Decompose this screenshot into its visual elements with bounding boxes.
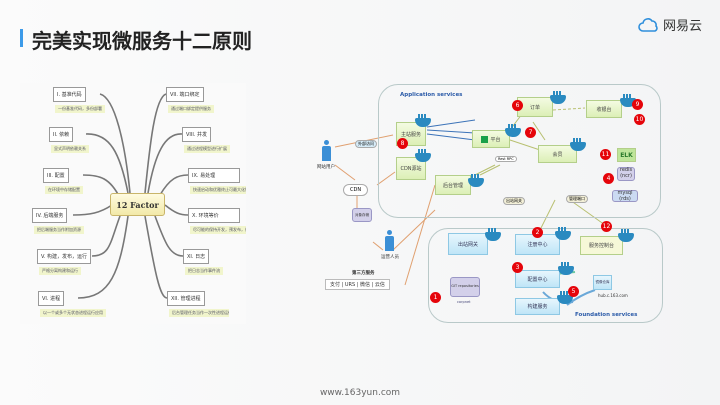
factor-10: X. 环境等价 [188,208,240,223]
factor-7: VII. 端口绑定 [166,87,204,102]
logo-text: 网易云 [663,19,703,34]
config-center: 配置中心 [515,270,560,288]
factor-6: VI. 进程 [38,291,65,306]
docker-icon [555,227,571,240]
outbound-gateway-tag: 出站网关 [503,197,525,205]
platform-label: 平台 [490,136,501,143]
docker-icon [558,262,574,275]
number-badge-3: 3 [512,262,523,273]
factor-6-desc: 以一个或多个无状态进程运行应用 [40,309,106,317]
number-badge-6: 6 [512,100,523,111]
factor-11-desc: 把日志当作事件流 [185,267,223,275]
rest-rpc-cloud: Rest RPC [495,156,517,162]
factor-5: V. 构建，发布，运行 [37,249,91,264]
factor-11: XI. 日志 [183,249,210,264]
footer-url: www.163yun.com [319,388,401,398]
hub-url: hub.c.163.com [598,293,628,298]
docker-icon [550,91,566,104]
number-badge-8: 8 [397,138,408,149]
object-storage: 对象存储 [352,208,372,222]
docker-icon [618,229,634,242]
platform-square-icon [481,135,489,143]
factor-2-desc: 显式声明依赖关系 [51,145,89,153]
factor-1: I. 基准代码 [53,87,86,102]
docker-icon [570,138,586,151]
foundation-services-area [428,228,663,323]
docker-icon [415,114,431,127]
git-corpnet: corpnet [457,300,471,304]
factor-4: IV. 后端服务 [32,208,68,223]
twelve-factor-mindmap: 12 Factor I. 基准代码 一份基准代码，多份部署 II. 依赖 显式声… [20,83,246,324]
factor-12-desc: 后台管理任务当作一次性进程运行 [169,309,229,317]
user-label: 网站用户 [317,165,335,170]
number-badge-5: 5 [568,286,579,297]
title-accent-bar [20,29,23,47]
third-party-services: 支付 | URS | 微信 | 云信 [325,279,390,290]
admin-service: 后台管理 [435,175,471,195]
number-badge-12: 12 [601,221,612,232]
image-repository: 镜像仓库 [593,275,612,290]
docker-icon [485,228,501,241]
factor-4-desc: 把后端服务当作附加资源 [34,226,84,234]
mindmap-center: 12 Factor [110,193,165,216]
member-service: 会员 [538,145,577,163]
service-console: 服务控制台 [580,236,623,255]
platform-service: 平台 [472,130,510,148]
cloud-icon [638,17,658,32]
docker-icon [557,291,573,304]
third-party-title: 第三方服务 [352,271,375,276]
mysql: mysql (rds) [612,190,638,202]
factor-5-desc: 严格分离构建和运行 [39,267,81,275]
number-badge-11: 11 [600,149,611,160]
docker-icon [468,174,484,187]
application-services-label: Application services [400,92,463,98]
build-service: 构建服务 [515,298,560,315]
cashier-service: 收银台 [586,100,622,118]
management-port-tag: 管理端口 [566,195,588,203]
logo: 网易云 [638,15,702,34]
factor-12: XII. 管理进程 [167,291,205,306]
redis: redis (ncr) [617,167,635,181]
gateway-service: 出站网关 [448,233,488,255]
factor-3-desc: 在环境中存储配置 [45,186,83,194]
factor-8: VIII. 并发 [182,127,212,142]
number-badge-9: 9 [632,99,643,110]
number-badge-1: 1 [430,292,441,303]
factor-7-desc: 通过端口绑定提供服务 [168,105,214,113]
external-access-label: 外部访问 [355,140,377,148]
factor-10-desc: 尽可能的保持开发，预发布，线上环境相同 [190,226,246,234]
number-badge-10: 10 [634,114,645,125]
factor-3: III. 配置 [43,168,69,183]
page-title: 完美实现微服务十二原则 [32,29,252,53]
factor-9: IX. 易处理 [188,168,240,183]
operator-label: 运营人员 [381,255,399,260]
factor-2: II. 依赖 [49,127,74,142]
cdn-origin: CDN源站 [396,157,426,180]
docker-icon [415,149,431,162]
foundation-services-label: Foundation services [575,312,638,318]
user-icon [322,140,331,162]
factor-9-desc: 快速启动和优雅终止可最大化健壮性 [190,186,246,194]
number-badge-7: 7 [525,127,536,138]
factor-1-desc: 一份基准代码，多份部署 [55,105,105,113]
git-repositories: GIT repositories [450,277,480,297]
elk: ELK [617,148,636,162]
docker-icon [505,124,521,137]
application-services-area [378,84,661,218]
number-badge-4: 4 [603,173,614,184]
docker-icon [620,94,636,107]
cdn-cloud: CDN [343,184,369,196]
number-badge-2: 2 [532,227,543,238]
factor-8-desc: 通过进程模型进行扩展 [184,145,230,153]
operator-icon [385,230,394,252]
architecture-diagram: Application services Foundation services… [305,80,667,328]
